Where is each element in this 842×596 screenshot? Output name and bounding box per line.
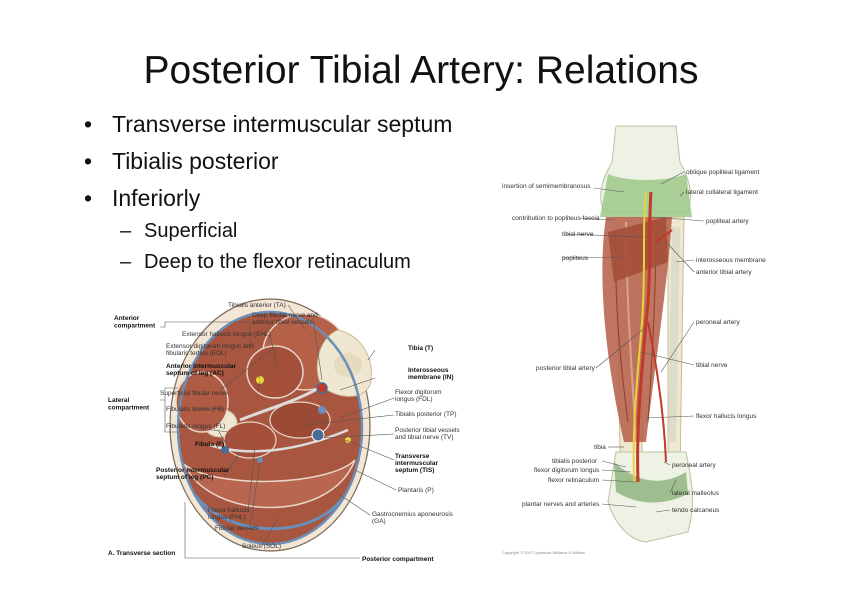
bullet-item: •Inferiorly [84,185,201,211]
sub-bullet-item: –Deep to the flexor retinaculum [120,251,411,273]
bullet-item: •Transverse intermuscular septum [84,111,453,137]
figure-caption: A. Transverse section [108,550,175,557]
label-tibia-right: tibia [594,444,606,451]
bullet-text: Inferiorly [112,185,201,211]
sub-bullet-list: –Superficial –Deep to the flexor retinac… [120,216,411,278]
label-tendo-calcaneus: tendo calcaneus [672,507,720,514]
label-tibial-nerve-top: tibial nerve [562,231,594,238]
label-posterior-tibial-artery: posterior tibial artery [536,365,596,372]
label-tibialis-anterior: Tibialis anterior (TA) [228,302,286,309]
label-tibia: Tibia (T) [408,345,433,352]
label-fib-vessels: Fibular vessels [215,525,259,532]
label-fib-longus: Fibularis longus (FL) [166,423,225,430]
label-tp: Tibialis posterior (TP) [395,411,457,418]
label-lateral-collateral: lateral collateral ligament [686,189,758,196]
label-lateral-malleolus: lateral malleolus [672,490,720,497]
label-peroneal-artery: peroneal artery [696,319,740,326]
sub-bullet-item: –Superficial [120,220,238,242]
label-insertion-semimembranosus: insertion of semimembranosus [502,183,591,190]
bullet-text: Transverse intermuscular septum [112,111,453,137]
label-ehl: Extensor hallucis longus (EHL) [182,331,271,338]
label-fdl-right: flexor digitorum longus [534,467,600,474]
label-fibula: Fibula (F) [195,441,224,448]
label-oblique-popliteal: oblique popliteal ligament [686,169,760,176]
label-superficial-fibular: Superficial fibular nerve [160,390,228,397]
label-contribution-popliteus: contribution to popliteus fascia [512,215,600,222]
label-popliteal-artery: popliteal artery [706,218,749,225]
label-soleus: Soleus (SOL) [242,543,281,550]
label-fib-brevis: Fibularis brevis (FB) [166,406,224,413]
bullet-list: •Transverse intermuscular septum •Tibial… [84,106,452,217]
label-peroneal-artery-low: peroneal artery [672,462,716,469]
label-posterior-compartment: Posterior compartment [362,556,434,563]
label-tibial-nerve: tibial nerve [696,362,728,369]
label-gastroc: Gastrocnemius aponeurosis(GA) [372,511,454,525]
bullet-item: •Tibialis posterior [84,148,279,174]
slide-title: Posterior Tibial Artery: Relations [143,49,699,92]
label-anterior-tibial-artery: anterior tibial artery [696,269,752,276]
label-interosseous-membrane: interosseous membrane [696,257,766,264]
label-plantar-nerves: plantar nerves and arteries [522,501,600,508]
label-tibialis-posterior: tibialis posterior [552,458,598,465]
sub-bullet-text: Deep to the flexor retinaculum [144,251,411,273]
bullet-text: Tibialis posterior [112,148,279,174]
label-popliteus: popliteus [562,255,589,262]
label-flexor-retinaculum: flexor retinaculum [548,477,599,484]
posterior-leg-figure: oblique popliteal ligament insertion of … [502,125,766,555]
label-fhl-right: flexor hallucis longus [696,413,757,420]
figure-copyright: Copyright © 2007 Lippincott Williams & W… [502,550,585,555]
sub-bullet-text: Superficial [144,220,238,242]
label-plantaris: Plantaris (P) [398,487,434,494]
